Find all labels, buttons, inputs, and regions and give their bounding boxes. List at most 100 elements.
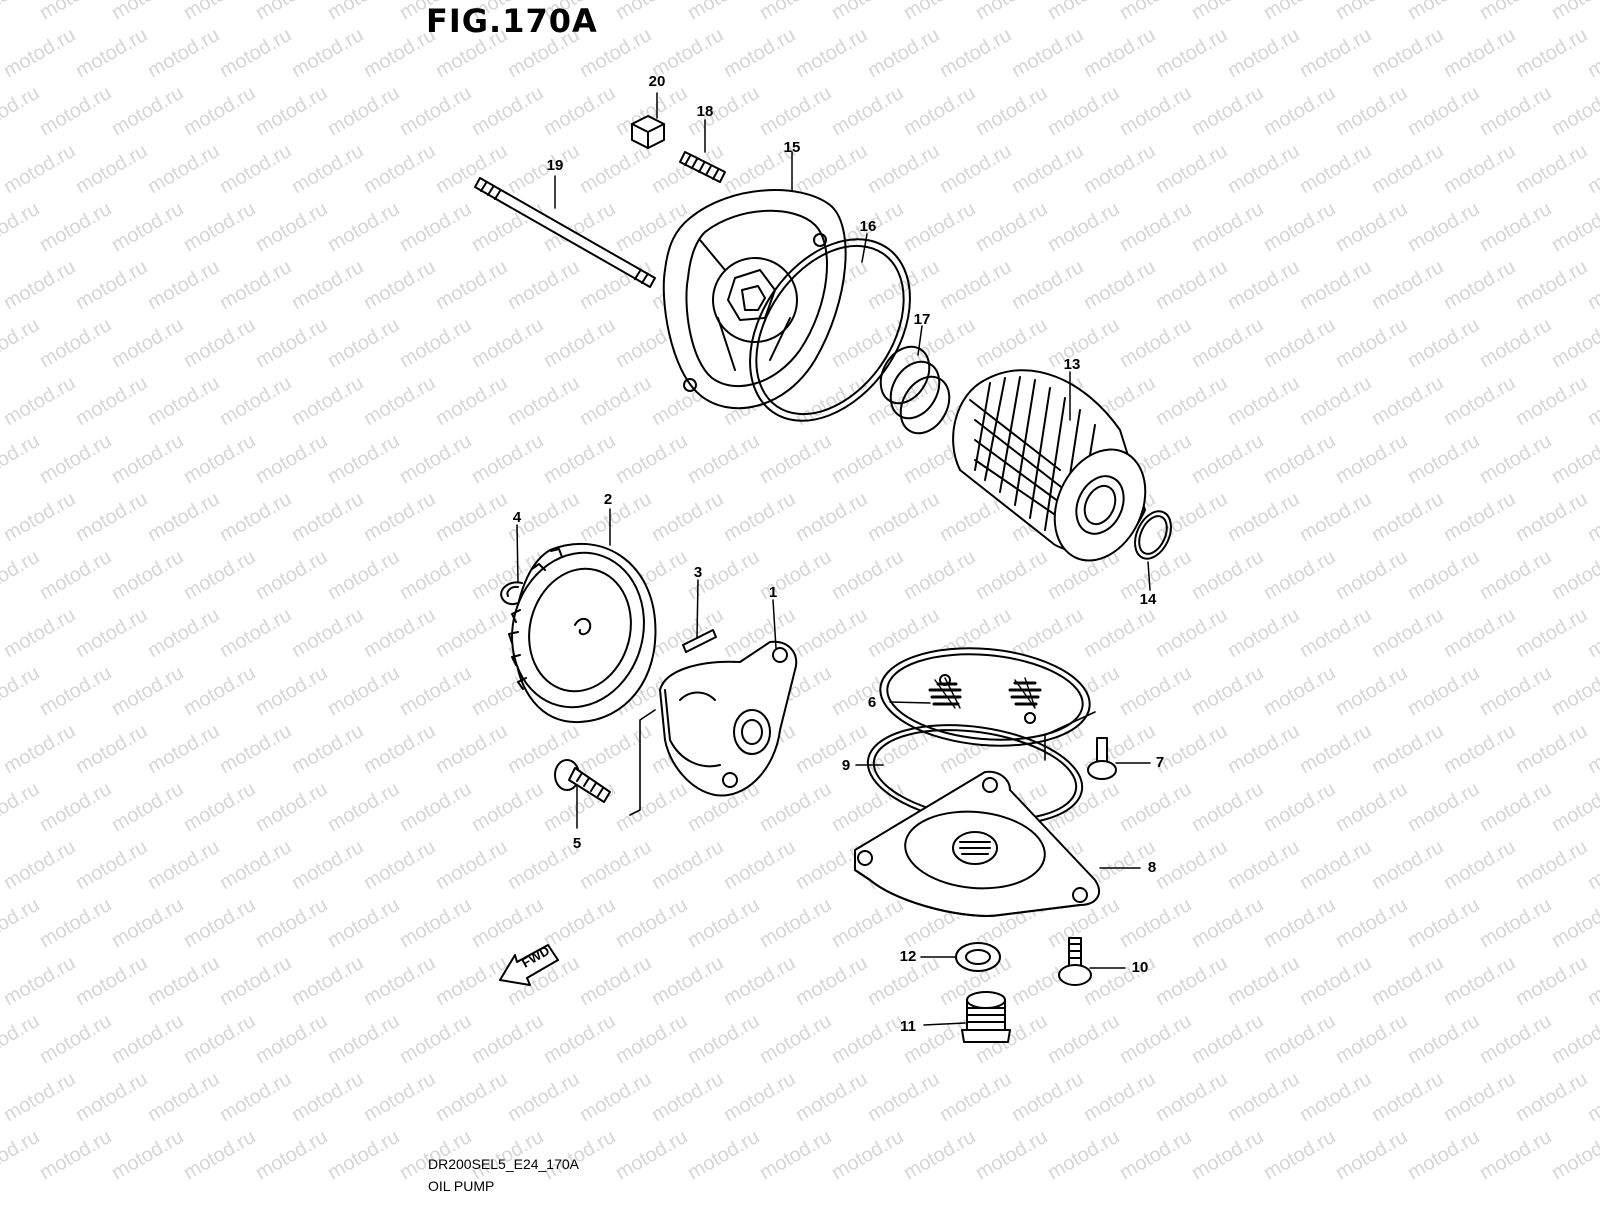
watermark-text: motod.ru bbox=[1296, 372, 1375, 431]
part-7-bolt[interactable] bbox=[1087, 737, 1117, 780]
callout-9: 9 bbox=[842, 757, 850, 774]
watermark-text: motod.ru bbox=[1332, 1126, 1411, 1185]
watermark-text: motod.ru bbox=[108, 546, 187, 605]
part-6-oil-strainer[interactable] bbox=[876, 640, 1094, 754]
watermark-text: motod.ru bbox=[288, 604, 367, 663]
watermark-text: motod.ru bbox=[1404, 0, 1483, 24]
watermark-text: motod.ru bbox=[900, 546, 979, 605]
watermark-text: motod.ru bbox=[1404, 546, 1483, 605]
watermark-text: motod.ru bbox=[936, 140, 1015, 199]
watermark-text: motod.ru bbox=[1440, 488, 1519, 547]
part-2-gear[interactable] bbox=[495, 538, 661, 724]
part-15-filter-cap[interactable] bbox=[662, 189, 847, 410]
watermark-text: motod.ru bbox=[1476, 198, 1555, 257]
watermark-text: motod.ru bbox=[1152, 372, 1231, 431]
part-5-screw[interactable] bbox=[554, 759, 611, 803]
watermark-text: motod.ru bbox=[612, 894, 691, 953]
watermark-text: motod.ru bbox=[1260, 198, 1339, 257]
part-14-small-o-ring[interactable] bbox=[1128, 506, 1178, 565]
watermark-text: motod.ru bbox=[216, 140, 295, 199]
part-3-pin[interactable] bbox=[682, 629, 717, 653]
watermark-text: motod.ru bbox=[324, 430, 403, 489]
part-12-washer[interactable] bbox=[955, 942, 1001, 972]
watermark-text: motod.ru bbox=[540, 314, 619, 373]
watermark-text: motod.ru bbox=[792, 488, 871, 547]
watermark-text: motod.ru bbox=[144, 256, 223, 315]
watermark-text: motod.ru bbox=[1260, 430, 1339, 489]
watermark-text: motod.ru bbox=[468, 430, 547, 489]
watermark-text: motod.ru bbox=[324, 546, 403, 605]
watermark-text: motod.ru bbox=[324, 82, 403, 141]
watermark-text: motod.ru bbox=[1548, 1126, 1600, 1185]
watermark-text: motod.ru bbox=[36, 546, 115, 605]
watermark-text: motod.ru bbox=[1080, 1068, 1159, 1127]
watermark-text: motod.ru bbox=[36, 662, 115, 721]
watermark-text: motod.ru bbox=[1008, 140, 1087, 199]
part-20-nut[interactable] bbox=[631, 115, 665, 149]
watermark-text: motod.ru bbox=[828, 82, 907, 141]
watermark-text: motod.ru bbox=[216, 720, 295, 779]
part-17-spring[interactable] bbox=[871, 338, 959, 442]
watermark-text: motod.ru bbox=[72, 604, 151, 663]
watermark-text: motod.ru bbox=[0, 488, 79, 547]
part-8-oil-cover[interactable] bbox=[854, 770, 1100, 917]
callout-7: 7 bbox=[1156, 754, 1164, 771]
watermark-text: motod.ru bbox=[1368, 952, 1447, 1011]
watermark-text: motod.ru bbox=[1116, 82, 1195, 141]
watermark-text: motod.ru bbox=[1404, 314, 1483, 373]
watermark-text: motod.ru bbox=[252, 198, 331, 257]
watermark-text: motod.ru bbox=[900, 0, 979, 24]
watermark-text: motod.ru bbox=[108, 314, 187, 373]
watermark-text: motod.ru bbox=[252, 894, 331, 953]
watermark-text: motod.ru bbox=[1548, 662, 1600, 721]
part-10-bolt[interactable] bbox=[1058, 937, 1092, 986]
watermark-text: motod.ru bbox=[684, 1126, 763, 1185]
watermark-text: motod.ru bbox=[720, 952, 799, 1011]
watermark-text: motod.ru bbox=[1332, 894, 1411, 953]
watermark-text: motod.ru bbox=[1584, 256, 1600, 315]
watermark-text: motod.ru bbox=[1008, 1068, 1087, 1127]
watermark-text: motod.ru bbox=[792, 952, 871, 1011]
watermark-text: motod.ru bbox=[1404, 662, 1483, 721]
watermark-text: motod.ru bbox=[0, 662, 43, 721]
watermark-text: motod.ru bbox=[108, 198, 187, 257]
part-11-drain-plug[interactable] bbox=[961, 991, 1011, 1043]
watermark-text: motod.ru bbox=[0, 836, 79, 895]
watermark-text: motod.ru bbox=[1440, 604, 1519, 663]
watermark-text: motod.ru bbox=[1332, 1010, 1411, 1069]
watermark-text: motod.ru bbox=[36, 1126, 115, 1185]
watermark-text: motod.ru bbox=[1332, 0, 1411, 24]
figure-code: DR200SEL5_E24_170A bbox=[428, 1156, 580, 1172]
watermark-text: motod.ru bbox=[36, 1010, 115, 1069]
part-16-o-ring[interactable] bbox=[717, 209, 943, 451]
watermark-text: motod.ru bbox=[1044, 778, 1123, 837]
watermark-text: motod.ru bbox=[72, 836, 151, 895]
watermark-text: motod.ru bbox=[1296, 140, 1375, 199]
watermark-text: motod.ru bbox=[792, 140, 871, 199]
watermark-text: motod.ru bbox=[360, 836, 439, 895]
watermark-text: motod.ru bbox=[108, 778, 187, 837]
watermark-text: motod.ru bbox=[504, 1068, 583, 1127]
watermark-text: motod.ru bbox=[1152, 604, 1231, 663]
part-18-short-stud[interactable] bbox=[679, 151, 726, 183]
watermark-text: motod.ru bbox=[180, 430, 259, 489]
watermark-text: motod.ru bbox=[252, 1010, 331, 1069]
part-13-filter-element[interactable] bbox=[952, 369, 1162, 575]
watermark-text: motod.ru bbox=[864, 1068, 943, 1127]
watermark-text: motod.ru bbox=[1440, 140, 1519, 199]
part-1-oil-pump[interactable] bbox=[659, 640, 798, 797]
watermark-text: motod.ru bbox=[1332, 778, 1411, 837]
watermark-text: motod.ru bbox=[576, 952, 655, 1011]
watermark-text: motod.ru bbox=[1224, 604, 1303, 663]
watermark-text: motod.ru bbox=[1440, 256, 1519, 315]
watermark-text: motod.ru bbox=[324, 198, 403, 257]
watermark-text: motod.ru bbox=[792, 1068, 871, 1127]
watermark-text: motod.ru bbox=[288, 140, 367, 199]
watermark-text: motod.ru bbox=[216, 952, 295, 1011]
watermark-text: motod.ru bbox=[36, 314, 115, 373]
watermark-text: motod.ru bbox=[1548, 198, 1600, 257]
part-4-circlip[interactable] bbox=[500, 581, 523, 606]
watermark-text: motod.ru bbox=[1584, 952, 1600, 1011]
part-19-stud-bolt[interactable] bbox=[474, 177, 656, 288]
